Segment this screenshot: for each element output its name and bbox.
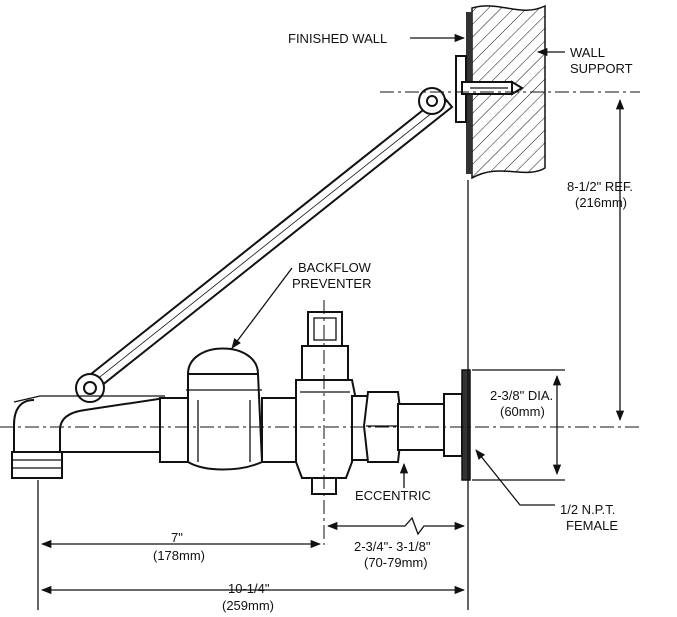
hose-thread-outlet bbox=[11, 451, 63, 479]
label-ref-1: 8-1/2" REF. bbox=[567, 179, 633, 194]
wall-bracket bbox=[455, 55, 524, 123]
label-dim7-1: 7" bbox=[171, 530, 183, 545]
label-backflow-1: BACKFLOW bbox=[298, 260, 372, 275]
label-npt-2: FEMALE bbox=[566, 518, 618, 533]
label-dim10-2: (259mm) bbox=[222, 598, 274, 613]
label-dim10-1: 10-1/4" bbox=[228, 581, 270, 596]
support-rod bbox=[75, 87, 454, 403]
valve-body bbox=[295, 379, 362, 479]
label-ref-2: (216mm) bbox=[575, 195, 627, 210]
label-eccentric: ECCENTRIC bbox=[355, 488, 431, 503]
faucet-body bbox=[11, 311, 471, 495]
label-ecc-range-1: 2-3/4"- 3-1/8" bbox=[354, 539, 431, 554]
label-npt-1: 1/2 N.P.T. bbox=[560, 502, 615, 517]
label-backflow-2: PREVENTER bbox=[292, 276, 371, 291]
label-dia-1: 2-3/8" DIA. bbox=[490, 388, 553, 403]
label-wall-support-1: WALL bbox=[570, 45, 605, 60]
wall-flange bbox=[461, 369, 471, 481]
label-dia-2: (60mm) bbox=[500, 404, 545, 419]
label-ecc-range-2: (70-79mm) bbox=[364, 555, 428, 570]
label-finished-wall: FINISHED WALL bbox=[288, 31, 387, 46]
label-dim7-2: (178mm) bbox=[153, 548, 205, 563]
label-wall-support-2: SUPPORT bbox=[570, 61, 633, 76]
leaders bbox=[231, 33, 565, 506]
valve-stem-square bbox=[307, 311, 343, 347]
center-lines bbox=[0, 91, 640, 610]
dimensions bbox=[40, 98, 625, 595]
backflow-preventer bbox=[187, 373, 264, 471]
labels: FINISHED WALL WALL SUPPORT 8-1/2" REF. (… bbox=[153, 31, 633, 613]
